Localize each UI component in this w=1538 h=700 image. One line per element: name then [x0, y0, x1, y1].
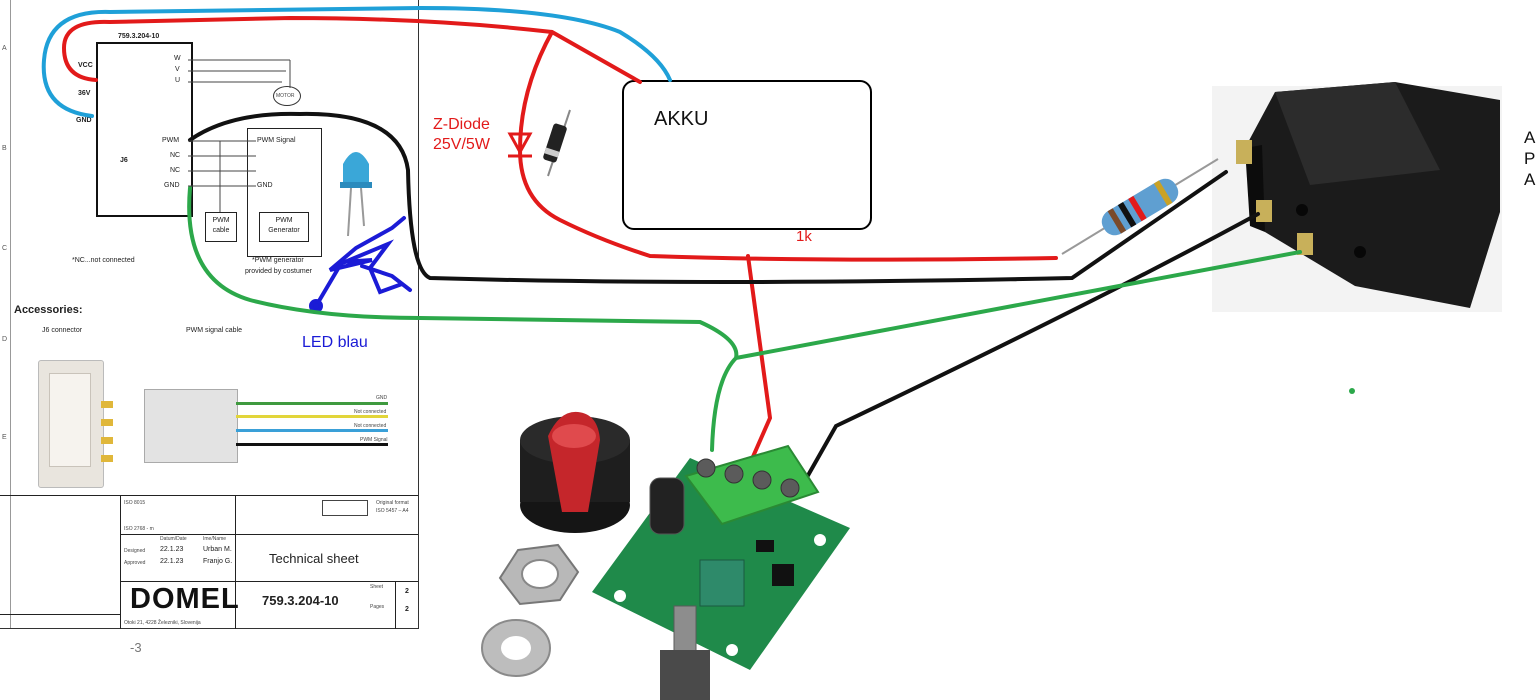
company-logo: DOMEL: [130, 583, 240, 615]
page-marker: -3: [130, 640, 142, 655]
date-2: 22.1.23: [160, 558, 184, 565]
pwm-cable-connector-image: [144, 389, 238, 463]
pwm-board: [592, 444, 850, 700]
accessories-heading: Accessories:: [14, 304, 83, 316]
pin-gnd: GND: [164, 182, 180, 189]
pwm-note-1: *PWM generator: [252, 257, 304, 264]
red-wire: [61, 15, 1058, 470]
resistor: [1061, 158, 1219, 255]
name-2: Franjo G.: [203, 558, 233, 565]
j6-connector-image: [38, 360, 113, 488]
j6-connector-label: J6 connector: [42, 327, 83, 334]
motor-pin-v: V: [175, 66, 180, 73]
row-letter-a: A: [2, 45, 7, 52]
pwm-gnd-label: GND: [257, 182, 273, 189]
hex-nut: [498, 543, 580, 606]
cable-label-pwm: PWM Signal: [360, 437, 388, 443]
green-dot: [1349, 388, 1355, 394]
washer: [481, 619, 551, 677]
nc-note: *NC...not connected: [72, 257, 135, 264]
vcc-label: VCC: [78, 62, 93, 69]
pages-number: 2: [405, 606, 409, 613]
led-label: LED blau: [302, 334, 368, 351]
pwm-signal-cable-label: PWM signal cable: [186, 327, 243, 334]
motor-pin-w: W: [174, 55, 181, 62]
iso-line-2: ISO 2768 - m: [124, 526, 154, 532]
zdiode-label: Z-Diode 25V/5W: [433, 115, 490, 155]
row-letter-d: D: [2, 336, 8, 343]
cable-wire-pwm: [236, 443, 388, 446]
sheet-title: Technical sheet: [269, 551, 359, 566]
sheet-no-label: Sheet: [370, 584, 384, 590]
format-label: Original format: [376, 500, 409, 506]
side-letter-1: A: [1524, 128, 1536, 147]
controller-part-number: 759.3.204-10: [118, 33, 160, 40]
led-component: [340, 152, 372, 237]
motor-symbol: [273, 86, 301, 106]
name-header: Ime/Name: [203, 536, 227, 542]
date-header: Datum/Date: [160, 536, 187, 542]
rocker-switch: [1212, 82, 1502, 312]
pwm-outer-box: [247, 128, 322, 257]
row-letter-c: C: [2, 245, 8, 252]
cable-wire-nc-2: [236, 429, 388, 432]
zdiode-symbol: [507, 132, 533, 158]
row-letter-b: B: [2, 145, 7, 152]
cable-wire-gnd: [236, 402, 388, 405]
zdiode-label-line-1: Z-Diode: [433, 116, 490, 133]
j6-label: J6: [120, 157, 128, 164]
row-letter-e: E: [2, 434, 7, 441]
potentiometer-knob: [520, 411, 630, 533]
iso-line-1: ISO 8015: [124, 500, 146, 506]
voltage-label: 36V: [78, 90, 91, 97]
motor-label: MOTOR: [276, 93, 295, 99]
pin-nc-2: NC: [170, 167, 181, 174]
green-wire: [187, 186, 1302, 452]
pwm-generator-box: [259, 212, 309, 242]
controller-wiring-lines: [188, 59, 291, 212]
designed-label: Designed: [124, 548, 146, 554]
pwm-signal-label: PWM Signal: [257, 137, 296, 144]
pin-pwm: PWM: [162, 137, 180, 144]
cable-label-gnd: GND: [376, 395, 388, 401]
side-letter-2: P: [1524, 149, 1536, 168]
pwm-note-2: provided by costumer: [245, 268, 312, 275]
blue-wire: [41, 5, 672, 118]
projection-symbol: [322, 500, 368, 516]
title-block: ISO 8015 ISO 2768 - m Datum/Date Ime/Nam…: [0, 495, 418, 629]
approved-label: Approved: [124, 560, 146, 566]
name-1: Urban M.: [203, 546, 232, 553]
pin-nc-1: NC: [170, 152, 181, 159]
format-value: ISO 5457 – A4: [376, 508, 409, 514]
date-1: 22.1.23: [160, 546, 184, 553]
pwm-generator-label: PWM Generator: [268, 217, 300, 234]
akku-box: [622, 80, 872, 230]
akku-label: AKKU: [654, 108, 709, 130]
gnd-label: GND: [76, 117, 92, 124]
company-address: Otoki 21, 4228 Železniki, Slovenija: [124, 620, 201, 626]
led-scribble: [309, 216, 412, 313]
black-wire: [188, 111, 1260, 488]
pwm-cable-label: PWM cable: [212, 217, 230, 234]
cable-wire-nc-1: [236, 415, 388, 418]
motor-pin-u: U: [175, 77, 181, 84]
sheet-number: 2: [405, 588, 409, 595]
pwm-cable-box: [205, 212, 237, 242]
side-letter-3: A: [1524, 170, 1536, 189]
controller-box: [96, 42, 193, 217]
cable-label-nc-1: Not connected: [354, 409, 387, 415]
resistor-label: 1k: [796, 228, 812, 245]
drawing-number: 759.3.204-10: [262, 593, 339, 608]
pages-label: Pages: [370, 604, 385, 610]
margin-rule: [0, 0, 11, 628]
cable-label-nc-2: Not connected: [354, 423, 387, 429]
diode-component: [543, 109, 571, 177]
zdiode-label-line-2: 25V/5W: [433, 136, 490, 153]
